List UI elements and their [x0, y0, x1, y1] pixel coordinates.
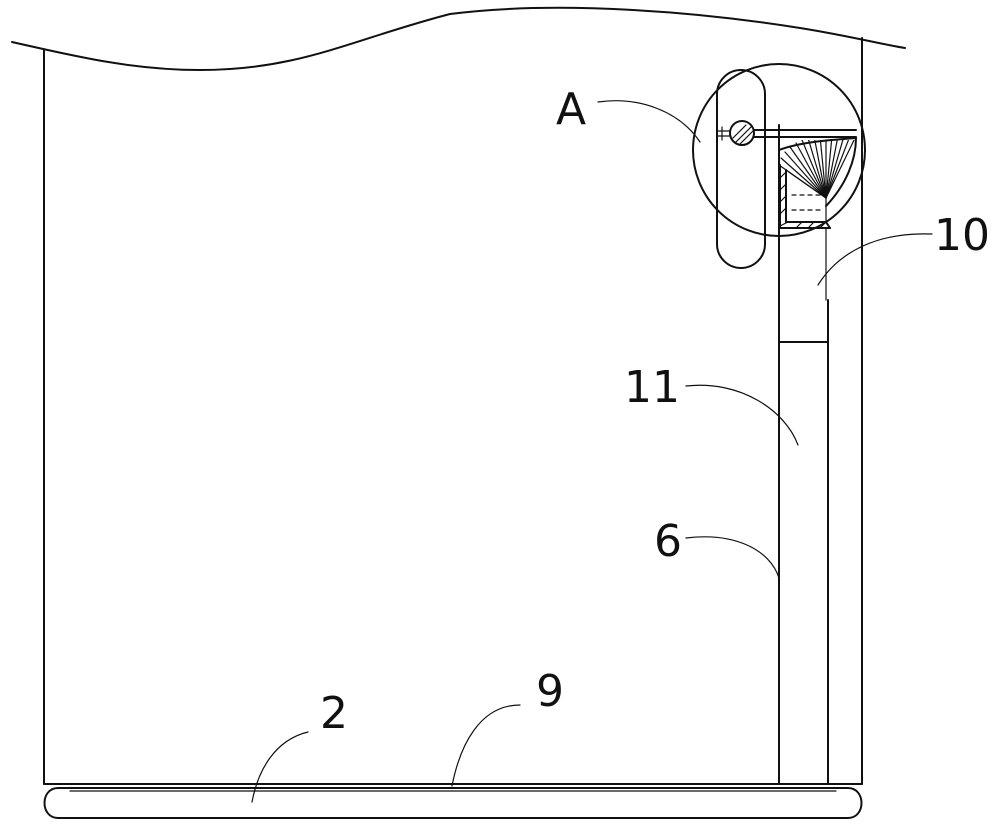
break-line: [11, 6, 906, 71]
leader-11: [685, 384, 799, 446]
leader-6: [685, 536, 780, 579]
vertical-slot: [716, 69, 766, 269]
label-10: 10: [934, 210, 990, 261]
label-a: A: [556, 84, 586, 135]
block-dashes: [791, 194, 823, 211]
leader-10: [817, 233, 933, 286]
base-2: [43, 787, 863, 819]
label-6: 6: [654, 516, 682, 567]
hub-hatch: [732, 124, 754, 145]
leader-2: [251, 731, 309, 803]
hub: [729, 120, 755, 146]
bristle-fan: [778, 140, 856, 199]
label-2: 2: [320, 688, 348, 739]
label-9: 9: [536, 666, 564, 717]
detail-circle-a: [692, 63, 866, 237]
label-11: 11: [624, 362, 680, 413]
leader-9: [451, 704, 521, 787]
leader-a: [597, 100, 701, 143]
